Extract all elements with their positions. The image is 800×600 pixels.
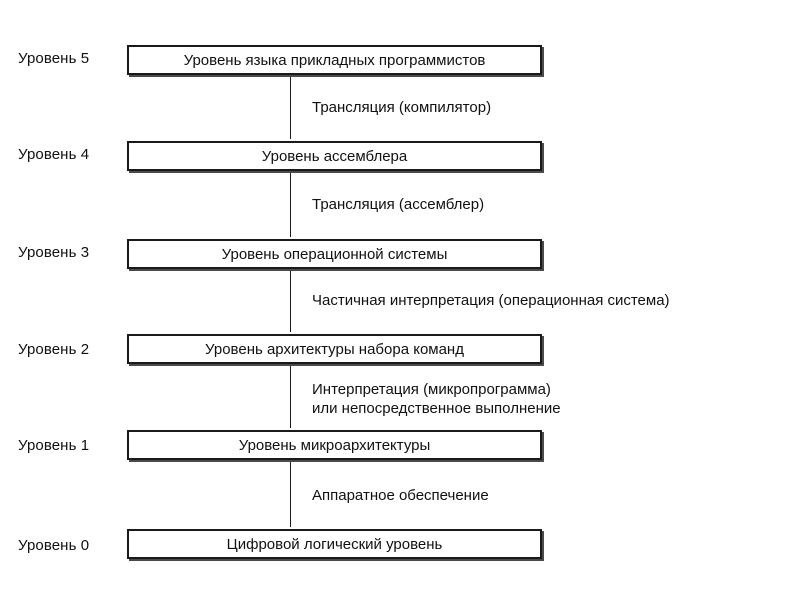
level-1-label: Уровень 1 — [18, 437, 90, 454]
connector-5-4 — [290, 75, 291, 139]
connector-3-2 — [290, 269, 291, 332]
level-3-name: Уровень операционной системы — [221, 245, 448, 263]
level-2-label: Уровень 2 — [18, 341, 90, 358]
transition-4-3: Трансляция (ассемблер) — [312, 195, 484, 214]
transition-5-4: Трансляция (компилятор) — [312, 98, 491, 117]
level-0-name: Цифровой логический уровень — [226, 535, 443, 553]
transition-1-0: Аппаратное обеспечение — [312, 486, 489, 505]
level-0-label: Уровень 0 — [18, 537, 90, 554]
level-3-label: Уровень 3 — [18, 244, 90, 261]
transition-2-1: Интерпретация (микропрограмма) или непос… — [312, 380, 561, 418]
level-1-name: Уровень микроархитектуры — [238, 436, 431, 454]
level-4-name: Уровень ассемблера — [261, 147, 408, 165]
level-2-box: Уровень архитектуры набора команд — [127, 334, 542, 364]
level-0-box: Цифровой логический уровень — [127, 529, 542, 559]
level-4-label: Уровень 4 — [18, 146, 90, 163]
connector-2-1 — [290, 364, 291, 428]
transition-2-1-line-1: Интерпретация (микропрограмма) — [312, 381, 551, 398]
transition-3-2-line: Частичная интерпретация (операционная си… — [312, 292, 670, 309]
transition-3-2: Частичная интерпретация (операционная си… — [312, 291, 670, 310]
level-3-box: Уровень операционной системы — [127, 239, 542, 269]
level-4-box: Уровень ассемблера — [127, 141, 542, 171]
transition-4-3-line: Трансляция (ассемблер) — [312, 196, 485, 213]
transition-1-0-line: Аппаратное обеспечение — [312, 487, 489, 504]
level-5-label: Уровень 5 — [18, 50, 90, 67]
transition-5-4-line: Трансляция (компилятор) — [312, 99, 492, 116]
connector-4-3 — [290, 171, 291, 237]
transition-2-1-line-2: или непосредственное выполнение — [312, 400, 561, 417]
level-2-name: Уровень архитектуры набора команд — [205, 340, 464, 358]
level-5-name: Уровень языка прикладных программистов — [183, 51, 486, 69]
level-5-box: Уровень языка прикладных программистов — [127, 45, 542, 75]
level-1-box: Уровень микроархитектуры — [127, 430, 542, 460]
connector-1-0 — [290, 460, 291, 527]
